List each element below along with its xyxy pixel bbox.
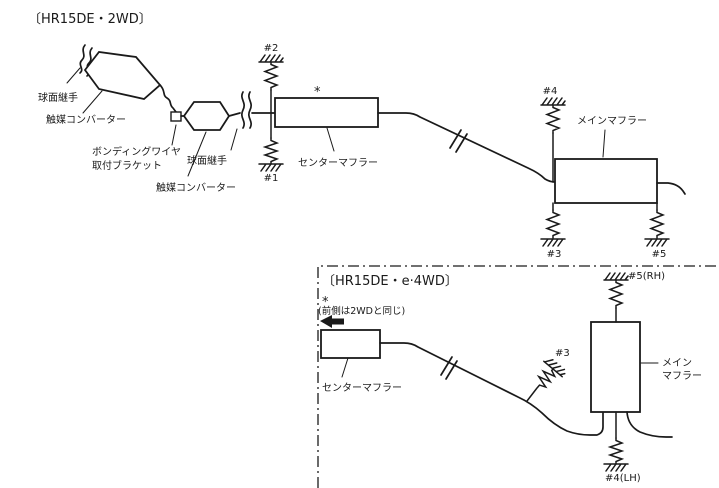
spring-icon	[609, 437, 623, 465]
center-muffler-shape-4wd	[320, 329, 381, 359]
section-e4wd: 〔HR15DE・e·4WD〕 * (前側は2WDと同じ) センターマフラー #3…	[317, 265, 719, 488]
label-center-muffler-2wd: センターマフラー	[298, 157, 378, 169]
catalytic-converter-rear-shape	[182, 101, 231, 131]
hanger-5-assembly: #5	[644, 202, 670, 260]
hanger-1-label: #1	[264, 173, 279, 184]
leader-line	[82, 90, 103, 114]
hanger-4-label: #4	[543, 86, 558, 97]
ground-anchor-icon	[540, 97, 566, 106]
hanger-2-assembly: #2	[258, 43, 284, 139]
label-main-muffler-2wd: メインマフラー	[577, 115, 647, 127]
ground-anchor-icon	[644, 238, 670, 247]
label-ball-joint-front: 球面継手	[38, 91, 78, 104]
center-muffler-shape	[274, 97, 379, 128]
pipe-front	[159, 84, 177, 113]
hanger-2-label: #2	[264, 43, 279, 54]
label-bonding-wire-line2: 取付ブラケット	[92, 159, 162, 172]
ground-anchor-icon	[540, 238, 566, 247]
leader-line	[602, 129, 606, 158]
main-muffler-shape	[554, 158, 658, 204]
catalytic-converter-front-shape	[83, 51, 162, 100]
hanger-4-label: #4(LH)	[605, 473, 641, 484]
pipe-break-icon	[449, 129, 468, 153]
ground-anchor-icon	[258, 54, 284, 63]
tailpipe-4wd	[626, 411, 673, 438]
label-cat-converter-rear: 触媒コンバーター	[156, 181, 236, 194]
spring-icon	[264, 137, 278, 165]
note-front-same-as-2wd: (前側は2WDと同じ)	[318, 305, 405, 317]
hanger-rod	[526, 387, 538, 402]
hanger-5-label: #5	[652, 249, 667, 260]
leader-line	[230, 128, 238, 151]
hanger-3-label: #3	[547, 249, 562, 260]
leader-line	[171, 124, 177, 146]
ground-anchor-icon	[258, 163, 284, 172]
hanger-3-label: #3	[555, 348, 570, 359]
label-main-muffler-4wd-line2: マフラー	[662, 370, 702, 382]
label-cat-converter-front: 触媒コンバーター	[46, 113, 126, 126]
hanger-1-assembly: #1	[258, 137, 284, 184]
hanger-3-assembly: #3	[540, 202, 566, 260]
pipe-break-icon	[440, 356, 458, 380]
leader-line	[187, 131, 207, 177]
hanger-5-label: #5(RH)	[628, 271, 665, 282]
spring-icon	[546, 104, 560, 134]
label-ball-joint-rear: 球面継手	[187, 154, 227, 167]
hanger-5-assembly-4wd: #5(RH)	[603, 271, 665, 323]
main-muffler-shape-4wd	[590, 321, 641, 413]
ball-joint-rear-icon	[228, 91, 276, 129]
arrow-left-icon	[320, 315, 344, 328]
spring-icon	[264, 61, 278, 91]
ground-anchor-icon	[603, 272, 629, 281]
tailpipe	[656, 182, 686, 195]
label-center-muffler-4wd: センターマフラー	[322, 382, 402, 394]
spring-icon	[546, 209, 560, 239]
section-2wd-title: 〔HR15DE・2WD〕	[28, 12, 152, 27]
spring-icon	[609, 279, 623, 309]
section-border	[317, 265, 719, 488]
spring-icon	[650, 209, 664, 239]
pipe-center-to-main	[377, 112, 556, 183]
asterisk-mark: *	[322, 295, 329, 310]
pipe-center-to-main-4wd	[379, 342, 604, 436]
bonding-wire-bracket-shape	[170, 111, 182, 122]
leader-line	[341, 357, 349, 378]
hanger-3-assembly-4wd: #3	[526, 348, 570, 402]
hanger-4-assembly: #4	[540, 86, 566, 183]
hanger-4-assembly-4wd: #4(LH)	[603, 411, 641, 484]
asterisk-mark: *	[314, 85, 321, 100]
leader-line	[326, 127, 335, 152]
label-bonding-wire-line1: ボンディングワイヤ	[92, 145, 181, 158]
section-e4wd-title: 〔HR15DE・e·4WD〕	[322, 274, 458, 289]
ground-anchor-icon	[603, 463, 629, 472]
leader-line	[66, 67, 81, 84]
section-2wd: 〔HR15DE・2WD〕 #2	[28, 12, 686, 260]
label-main-muffler-4wd-line1: メイン	[662, 358, 692, 369]
